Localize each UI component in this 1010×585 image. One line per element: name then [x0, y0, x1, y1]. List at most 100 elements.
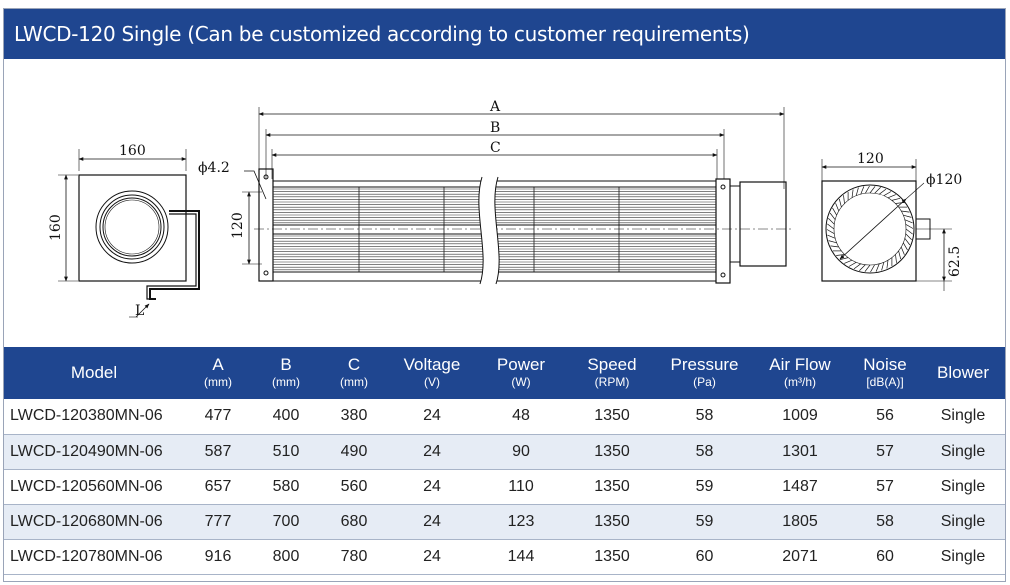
column-header-unit: (mm) [340, 375, 368, 389]
column-header-unit: (RPM) [594, 375, 630, 389]
column-header: A(mm) [184, 347, 252, 399]
table-cell: 510 [272, 442, 300, 460]
model-cell: LWCD-120380MN-06 [10, 407, 163, 425]
column-header-label: Model [70, 363, 118, 382]
column-header-label: B [280, 355, 292, 374]
table-body: LWCD-120380MN-06 477 400 380 24 48 1350 58 1009 5… [4, 399, 1005, 574]
table-cell: 780 [340, 547, 368, 565]
table-cell: Single [940, 512, 986, 530]
dim-c-label: C [490, 140, 501, 156]
table-cell: 800 [272, 547, 300, 565]
side-height-label: 120 [230, 212, 246, 239]
end-width-label: 120 [857, 151, 884, 167]
table-cell: 24 [423, 442, 441, 460]
table-cell: 1350 [594, 407, 630, 425]
table-cell: 916 [204, 547, 232, 565]
table-cell: 1009 [782, 407, 818, 425]
column-header-label: Power [496, 355, 546, 374]
table-cell: 60 [695, 547, 714, 565]
technical-drawing: 160 160 L [4, 59, 1005, 347]
table-cell: 59 [695, 477, 714, 495]
column-header-label: Noise [863, 355, 907, 374]
column-header-label: A [212, 355, 224, 374]
page-title: LWCD-120 Single (Can be customized accor… [4, 9, 1005, 59]
table-cell: 477 [204, 407, 232, 425]
column-header: Noise[dB(A)] [849, 347, 921, 399]
column-header-unit: (W) [511, 375, 531, 389]
table-cell: 777 [204, 512, 232, 530]
front-height-label: 160 [48, 214, 64, 241]
column-header: Voltage(V) [388, 347, 476, 399]
table-cell: 400 [272, 407, 300, 425]
column-header-unit: (m³/h) [784, 375, 816, 389]
table-cell: 1350 [594, 442, 630, 460]
impeller-blades [826, 185, 914, 273]
table-cell: 1350 [594, 512, 630, 530]
table-cell: 1350 [594, 477, 630, 495]
column-header-label: C [347, 355, 361, 374]
table-cell: 57 [876, 477, 894, 495]
table-cell: 90 [512, 442, 530, 460]
hole-label: ϕ4.2 [198, 160, 230, 176]
table-cell: 560 [340, 477, 368, 495]
table-cell: 2071 [782, 547, 818, 565]
column-header: Air Flow(m³/h) [751, 347, 849, 399]
column-header: Pressure(Pa) [658, 347, 751, 399]
table-cell: 48 [512, 407, 530, 425]
table-cell: 59 [695, 512, 714, 530]
drawing-svg: 160 160 L [48, 99, 963, 319]
model-cell: LWCD-120780MN-06 [10, 547, 163, 565]
column-header: Model [4, 347, 184, 399]
table-cell: 110 [508, 477, 534, 495]
column-header-label: Pressure [670, 355, 739, 374]
table-cell: 57 [876, 442, 894, 460]
column-header: Power(W) [476, 347, 566, 399]
column-header-label: Speed [587, 355, 637, 374]
table-cell: 144 [507, 547, 535, 565]
table-cell: 24 [423, 547, 441, 565]
column-header-label: Air Flow [769, 355, 831, 374]
column-header-unit: (mm) [272, 375, 300, 389]
spec-sheet: LWCD-120 Single (Can be customized accor… [3, 8, 1006, 582]
table-cell: 580 [272, 477, 300, 495]
break-gap [478, 177, 500, 284]
model-cell: LWCD-120680MN-06 [10, 512, 163, 530]
column-header-unit: (V) [424, 375, 440, 389]
column-header-unit: [dB(A)] [866, 375, 904, 389]
table-cell: 680 [340, 512, 368, 530]
front-view [58, 149, 200, 318]
table-cell: 24 [423, 477, 441, 495]
table-cell: Single [940, 407, 986, 425]
table-cell: 58 [876, 512, 894, 530]
model-cell: LWCD-120490MN-06 [10, 442, 163, 460]
table-cell: 24 [423, 407, 441, 425]
table-cell: 123 [507, 512, 535, 530]
table-cell: 56 [876, 407, 894, 425]
lead-label: L [135, 303, 144, 319]
column-header: Speed(RPM) [566, 347, 658, 399]
table-cell: 657 [204, 477, 232, 495]
table-cell: 60 [876, 547, 894, 565]
table-cell: 58 [695, 407, 714, 425]
column-header: C(mm) [320, 347, 388, 399]
column-header: B(mm) [252, 347, 320, 399]
table-cell: 1350 [594, 547, 630, 565]
table-cell: Single [940, 477, 986, 495]
column-header-unit: (Pa) [693, 375, 716, 389]
break-line-right [494, 176, 500, 285]
dim-b-label: B [490, 120, 500, 136]
column-header: Blower [921, 347, 1005, 399]
model-cell: LWCD-120560MN-06 [10, 477, 163, 495]
table-row: LWCD-120380MN-06 477 400 380 24 48 1350 58 1009 5… [4, 399, 1005, 434]
column-header-unit: (mm) [204, 375, 232, 389]
table-cell: 58 [695, 442, 714, 460]
table-cell: 700 [272, 512, 300, 530]
dim-a-label: A [489, 99, 501, 115]
front-width-label: 160 [119, 143, 146, 159]
table-cell: Single [940, 442, 986, 460]
table-cell: 380 [340, 407, 368, 425]
